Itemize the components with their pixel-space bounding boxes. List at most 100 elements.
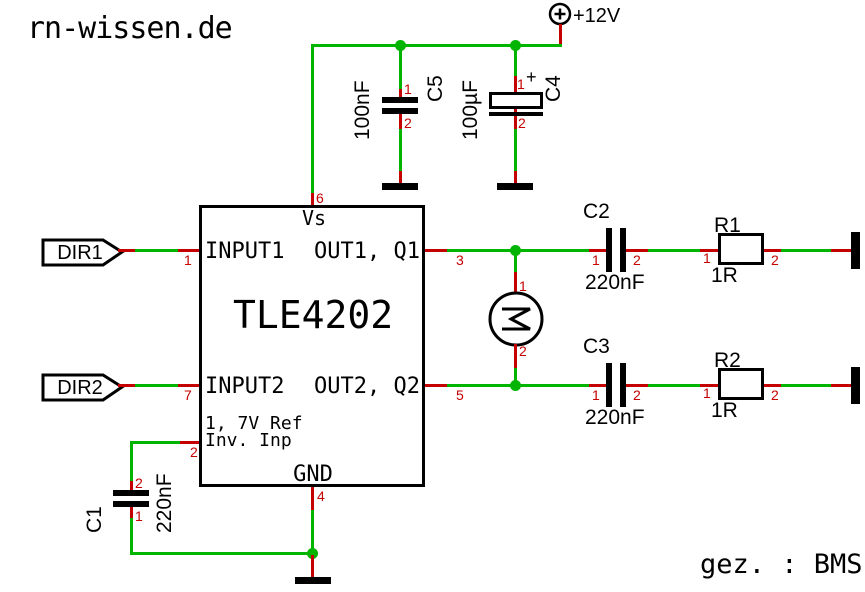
pin-stub — [831, 384, 852, 387]
pin-stub — [178, 384, 199, 387]
pin-stub — [399, 89, 402, 98]
pin-stub — [311, 555, 314, 577]
wire-segment — [514, 368, 517, 384]
capacitor-value: 100nF — [351, 80, 374, 140]
wire-segment — [135, 249, 178, 252]
pin-stub — [626, 384, 648, 387]
capacitor-plate — [113, 490, 149, 496]
wire-segment — [311, 510, 314, 554]
wire-segment — [514, 129, 517, 171]
pin-stub — [514, 272, 517, 294]
pin-number: 1 — [703, 250, 711, 266]
pin-stub — [130, 481, 133, 491]
resistor-body — [718, 368, 764, 400]
wire-segment — [648, 249, 700, 252]
ic-part-number: TLE4202 — [233, 293, 394, 337]
pin-number: 2 — [633, 387, 641, 403]
ic-pin-label-input2: INPUT2 — [205, 374, 285, 399]
pin-number: 1 — [703, 385, 711, 401]
pin-number: 1 — [592, 252, 600, 268]
ground-symbol — [295, 577, 331, 584]
pin-number: 2 — [518, 115, 526, 131]
capacitor-name: C2 — [583, 200, 610, 223]
capacitor-name: C5 — [424, 75, 447, 102]
pin-number: 1 — [404, 81, 412, 97]
pin-stub — [118, 384, 135, 387]
wire-segment — [781, 249, 831, 252]
pin-stub — [764, 249, 781, 252]
pin-stub — [399, 171, 402, 183]
pin-number: 1 — [135, 508, 143, 524]
capacitor-plate — [382, 108, 418, 114]
resistor-value: 1R — [711, 264, 738, 287]
pin-stub — [514, 171, 517, 183]
wire-segment — [135, 384, 178, 387]
pin-stub — [425, 249, 447, 252]
pin-number: 1 — [517, 76, 525, 92]
capacitor-plate — [620, 228, 626, 272]
ic-pin-label-vs: Vs — [301, 206, 327, 230]
wire-segment — [130, 441, 133, 481]
pin-number: 6 — [316, 190, 324, 206]
pin-stub — [831, 249, 852, 252]
pin-number: 2 — [771, 387, 779, 403]
wire-segment — [559, 24, 562, 45]
capacitor-name: C3 — [583, 335, 610, 358]
junction-dot — [510, 245, 521, 256]
wire-segment — [130, 552, 314, 555]
capacitor-plate — [606, 228, 612, 272]
polarity-plus-icon: + — [526, 67, 537, 87]
ic-pin-label-out1: OUT1, Q1 — [314, 239, 420, 264]
capacitor-plate — [620, 363, 626, 407]
connector-label: DIR2 — [57, 377, 103, 399]
pin-stub — [764, 384, 781, 387]
pin-number: 2 — [135, 475, 143, 491]
terminal-pad — [851, 232, 860, 269]
pin-stub — [118, 249, 135, 252]
ground-symbol — [497, 183, 533, 190]
pin-stub — [514, 344, 517, 368]
pin-stub — [311, 193, 314, 205]
wire-segment — [648, 384, 700, 387]
pin-number: 2 — [190, 444, 198, 460]
capacitor-value: 220nF — [153, 473, 176, 533]
pin-stub — [130, 507, 133, 518]
junction-dot — [510, 40, 521, 51]
pin-number: 1 — [519, 278, 527, 294]
pin-stub — [589, 384, 607, 387]
resistor-name: R1 — [714, 214, 741, 237]
wire-segment — [514, 46, 517, 76]
site-watermark: rn-wissen.de — [27, 11, 233, 46]
pin-number: 5 — [456, 387, 464, 403]
capacitor-value: 220nF — [585, 271, 645, 294]
ic-pin-label-out2: OUT2, Q2 — [314, 374, 420, 399]
pin-number: 2 — [633, 252, 641, 268]
pin-number: 2 — [404, 115, 412, 131]
wire-segment — [399, 46, 402, 89]
pin-number: 3 — [456, 252, 464, 268]
motor-icon — [488, 291, 544, 347]
wire-segment — [130, 518, 133, 555]
ic-pin-label-input1: INPUT1 — [205, 239, 285, 264]
capacitor-plate — [113, 501, 149, 507]
wire-segment — [514, 252, 517, 272]
supply-voltage-label: +12V — [573, 5, 621, 27]
pin-stub — [178, 249, 199, 252]
capacitor-value: 100µF — [459, 80, 482, 140]
credit-note: gez. : BMS — [700, 549, 863, 580]
pin-number: 4 — [317, 488, 325, 504]
resistor-value: 1R — [711, 399, 738, 422]
ground-symbol — [382, 183, 418, 190]
pin-stub — [311, 487, 314, 510]
capacitor-name: C1 — [83, 506, 106, 533]
pin-stub — [626, 249, 648, 252]
resistor-name: R2 — [714, 349, 741, 372]
junction-dot — [510, 380, 521, 391]
pin-number: 1 — [184, 252, 192, 268]
wire-segment — [311, 44, 314, 193]
wire-segment — [781, 384, 831, 387]
capacitor-name: C4 — [542, 75, 565, 102]
pin-stub — [180, 441, 199, 444]
supply-plus-icon — [548, 2, 572, 26]
